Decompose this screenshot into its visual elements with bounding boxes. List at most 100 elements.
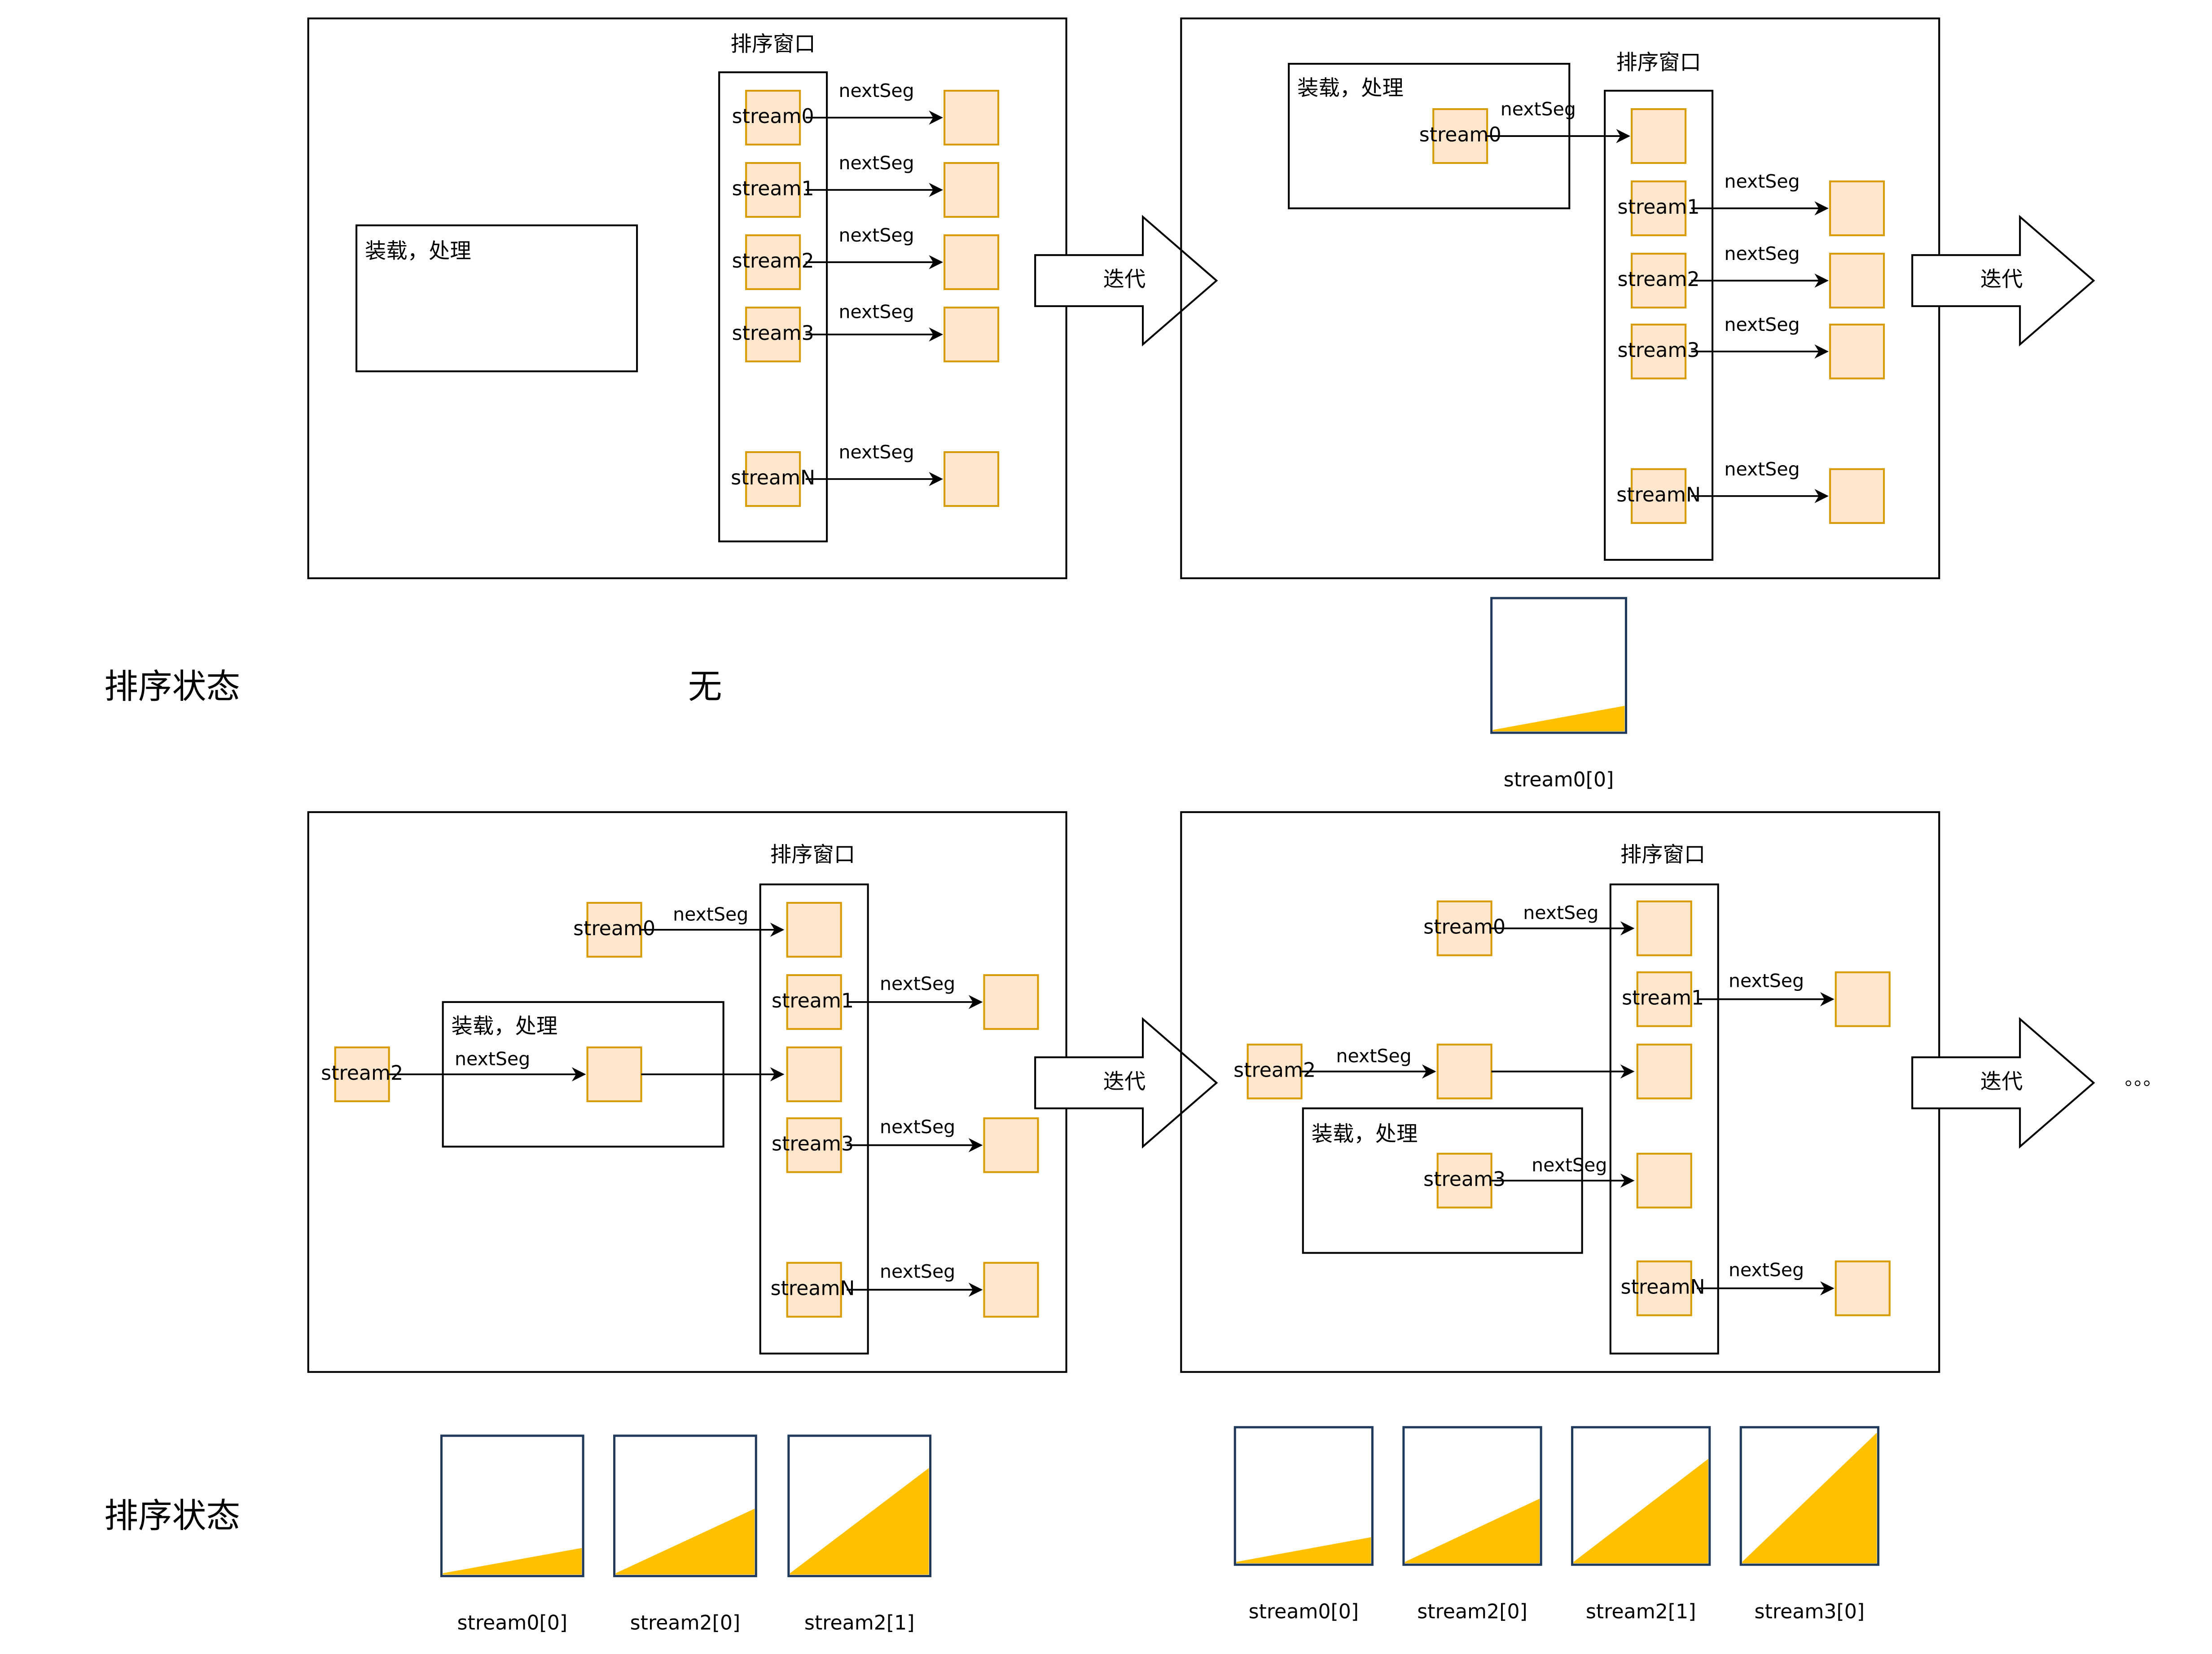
panel-1-window-slot-2 (745, 234, 801, 290)
sort-state-label-row-1: 排序状态 (104, 667, 240, 706)
panel-4-loader-next-seg-label: nextSeg (1532, 1154, 1607, 1176)
panel-3-frame (307, 811, 1067, 1373)
sort-state-row2-left-0-fill (443, 1548, 582, 1575)
panel-2-next-seg-label-2: nextSeg (1725, 243, 1800, 264)
panel-1-next-seg-label-3: nextSeg (839, 301, 914, 323)
sort-state-row1-0-fill (1492, 706, 1625, 731)
panel-4-window-slot-2 (1636, 1043, 1692, 1100)
panel-1-next-seg-box-1 (944, 162, 1000, 218)
panel-2-sort-window (1604, 89, 1714, 561)
panel-1-next-seg-box-4 (944, 451, 1000, 507)
panel-3-window-slot-1 (786, 974, 842, 1030)
panel-4-loader-stream-label: stream3 (1423, 1168, 1505, 1191)
panel-2-loader-label: 装载，处理 (1297, 76, 1404, 101)
sort-state-row2-right-3-fill (1742, 1433, 1877, 1563)
panel-1-next-seg-label-1: nextSeg (839, 152, 914, 174)
panel-3-window-slot-2 (786, 1046, 842, 1102)
panel-2-window-slot-1 (1631, 180, 1687, 237)
iterate-arrow-4-label: 迭代 (1980, 1069, 2023, 1094)
sort-state-row2-left-0-label: stream0[0] (457, 1612, 568, 1635)
panel-2-loader-next-seg-label: nextSeg (1501, 98, 1576, 120)
panel-4-next-seg-label-4: nextSeg (1729, 1259, 1804, 1281)
panel-3-sort-window (759, 883, 869, 1355)
panel-3-stream-label-3: stream3 (772, 1133, 854, 1156)
panel-2-stream-label-1: stream1 (1618, 196, 1700, 219)
iterate-arrow-1-label: 迭代 (1103, 267, 1146, 292)
panel-1-next-seg-box-2 (944, 234, 1000, 290)
iterate-arrow-2-label: 迭代 (1980, 267, 2023, 292)
panel-1-window-slot-3 (745, 306, 801, 363)
iterate-arrow-3-label: 迭代 (1103, 1069, 1146, 1094)
sort-state-row2-right-3-label: stream3[0] (1755, 1600, 1865, 1623)
panel-2-next-seg-label-1: nextSeg (1725, 171, 1800, 192)
panel-3-loader-next-seg-label: nextSeg (455, 1048, 530, 1069)
panel-2-stream-label-4: streamN (1616, 484, 1701, 506)
sort-state-row2-left-2-label: stream2[1] (804, 1612, 915, 1635)
panel-1-window-slot-1 (745, 162, 801, 218)
panel-3-window-title: 排序窗口 (770, 843, 855, 867)
panel-4-window-slot-0 (1636, 900, 1692, 956)
panel-4-next-seg-box-4 (1835, 1260, 1891, 1316)
panel-4-loader-label: 装载，处理 (1312, 1122, 1418, 1147)
panel-1-next-seg-box-3 (944, 306, 1000, 363)
panel-2-stream-label-2: stream2 (1618, 268, 1700, 291)
panel-3-next-seg-box-4 (983, 1262, 1039, 1318)
panel-1-loader-label: 装载，处理 (365, 239, 471, 264)
sort-state-row2-right-0-fill (1236, 1537, 1371, 1563)
iterate-arrow-2 (1911, 215, 2095, 347)
panel-4-sort-window (1609, 883, 1719, 1355)
panel-4-outer-stream2-next-seg-label: nextSeg (1336, 1045, 1412, 1067)
sort-state-row2-left-1-fill (615, 1509, 755, 1575)
panel-2-window-slot-2 (1631, 253, 1687, 309)
panel-1-stream-label-4: streamN (731, 466, 815, 489)
panel-2-next-seg-box-4 (1829, 468, 1885, 524)
panel-4-outer-stream2-box (1246, 1043, 1303, 1100)
panel-3-loader-source-box (334, 1046, 390, 1102)
panel-3-window-slot-4 (786, 1262, 842, 1318)
panel-4-outer-stream0-next-seg-label: nextSeg (1523, 902, 1598, 924)
panel-4-window-slot-1 (1636, 971, 1692, 1027)
panel-2-next-seg-label-3: nextSeg (1725, 314, 1800, 335)
panel-1-stream-label-2: stream2 (732, 250, 814, 273)
sort-state-row2-right-2-label: stream2[1] (1586, 1600, 1696, 1623)
sort-state-row2-right-2-fill (1573, 1459, 1708, 1563)
panel-4-outer-stream2-label: stream2 (1233, 1059, 1316, 1082)
panel-2-window-title: 排序窗口 (1616, 50, 1701, 75)
panel-4-next-seg-box-1 (1835, 971, 1891, 1027)
panel-3-stream-label-1: stream1 (772, 990, 854, 1012)
panel-3-window-slot-0 (786, 902, 842, 958)
sort-state-label-row-2: 排序状态 (104, 1496, 240, 1535)
panel-1-window-slot-4 (745, 451, 801, 507)
panel-4-stream-label-1: stream1 (1622, 987, 1704, 1010)
panel-4-window-slot-4 (1636, 1260, 1692, 1316)
panel-2-stream-label-3: stream3 (1618, 339, 1700, 362)
panel-3-loader-segment-box (586, 1046, 642, 1102)
sort-state-row1-0-label: stream0[0] (1504, 768, 1614, 791)
panel-3-next-seg-label-4: nextSeg (880, 1261, 955, 1282)
panel-2-next-seg-label-4: nextSeg (1725, 458, 1800, 480)
panel-3-outer-stream-box (586, 902, 642, 958)
panel-1-next-seg-label-0: nextSeg (839, 80, 914, 101)
panel-3-next-seg-label-1: nextSeg (880, 973, 955, 994)
panel-2-window-slot-4 (1631, 468, 1687, 524)
panel-2-window-slot-0 (1631, 108, 1687, 164)
panel-3-stream-label-4: streamN (771, 1277, 855, 1300)
iterate-arrow-3 (1034, 1017, 1218, 1149)
panel-4-window-slot-3 (1636, 1153, 1692, 1209)
panel-4-stream-label-4: streamN (1621, 1276, 1705, 1299)
sort-state-row2-left-2-fill (790, 1468, 929, 1575)
panel-3-loader-source-label: stream2 (321, 1062, 403, 1085)
panel-1-next-seg-label-4: nextSeg (839, 441, 914, 463)
panel-4-next-seg-label-1: nextSeg (1729, 970, 1804, 992)
panel-1-window-title: 排序窗口 (730, 32, 815, 57)
panel-3-next-seg-label-3: nextSeg (880, 1116, 955, 1138)
sort-state-row2-left-1-label: stream2[0] (630, 1612, 741, 1635)
sort-state-row2-right-1-fill (1405, 1499, 1540, 1563)
panel-3-window-slot-3 (786, 1117, 842, 1173)
panel-4-stream2-segment-box (1436, 1043, 1492, 1100)
sort-state-none-label: 无 (688, 667, 722, 706)
panel-2-next-seg-box-2 (1829, 253, 1885, 309)
panel-3-loader-label: 装载，处理 (452, 1014, 558, 1039)
panel-1-next-seg-box-0 (944, 89, 1000, 146)
